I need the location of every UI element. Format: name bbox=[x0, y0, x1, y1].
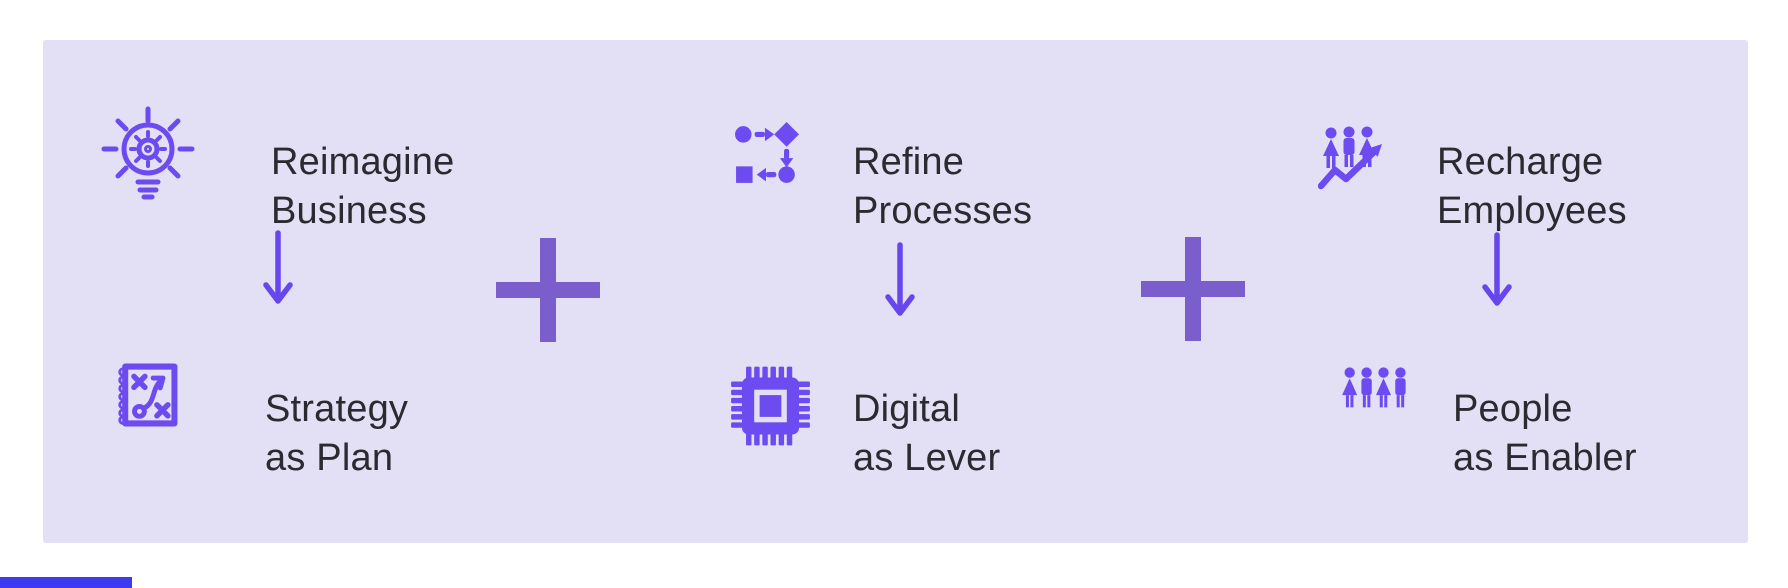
down-arrow-icon bbox=[263, 230, 293, 308]
strategy-as-plan-label: Strategy as Plan bbox=[265, 388, 409, 479]
team-growth-icon bbox=[1318, 124, 1394, 192]
innovation-lightbulb-gear-icon bbox=[100, 105, 196, 205]
plus-icon bbox=[496, 238, 600, 342]
cpu-chip-icon bbox=[727, 362, 814, 450]
plus-icon bbox=[1141, 237, 1245, 341]
refine-processes-label: Refine Processes bbox=[853, 141, 1033, 232]
diagram-panel: Reimagine Business bbox=[43, 40, 1748, 543]
process-flowchart-icon bbox=[734, 121, 800, 187]
recharge-employees-label: Recharge Employees bbox=[1437, 141, 1627, 232]
digital-as-lever-label: Digital as Lever bbox=[853, 388, 1001, 479]
video-progress-bar[interactable] bbox=[0, 577, 132, 588]
people-group-icon bbox=[1340, 366, 1412, 413]
people-as-enabler-label: People as Enabler bbox=[1453, 388, 1637, 479]
reimagine-business-label: Reimagine Business bbox=[271, 141, 455, 232]
down-arrow-icon bbox=[1482, 232, 1512, 310]
down-arrow-icon bbox=[885, 242, 915, 320]
strategy-playbook-icon bbox=[111, 360, 181, 430]
